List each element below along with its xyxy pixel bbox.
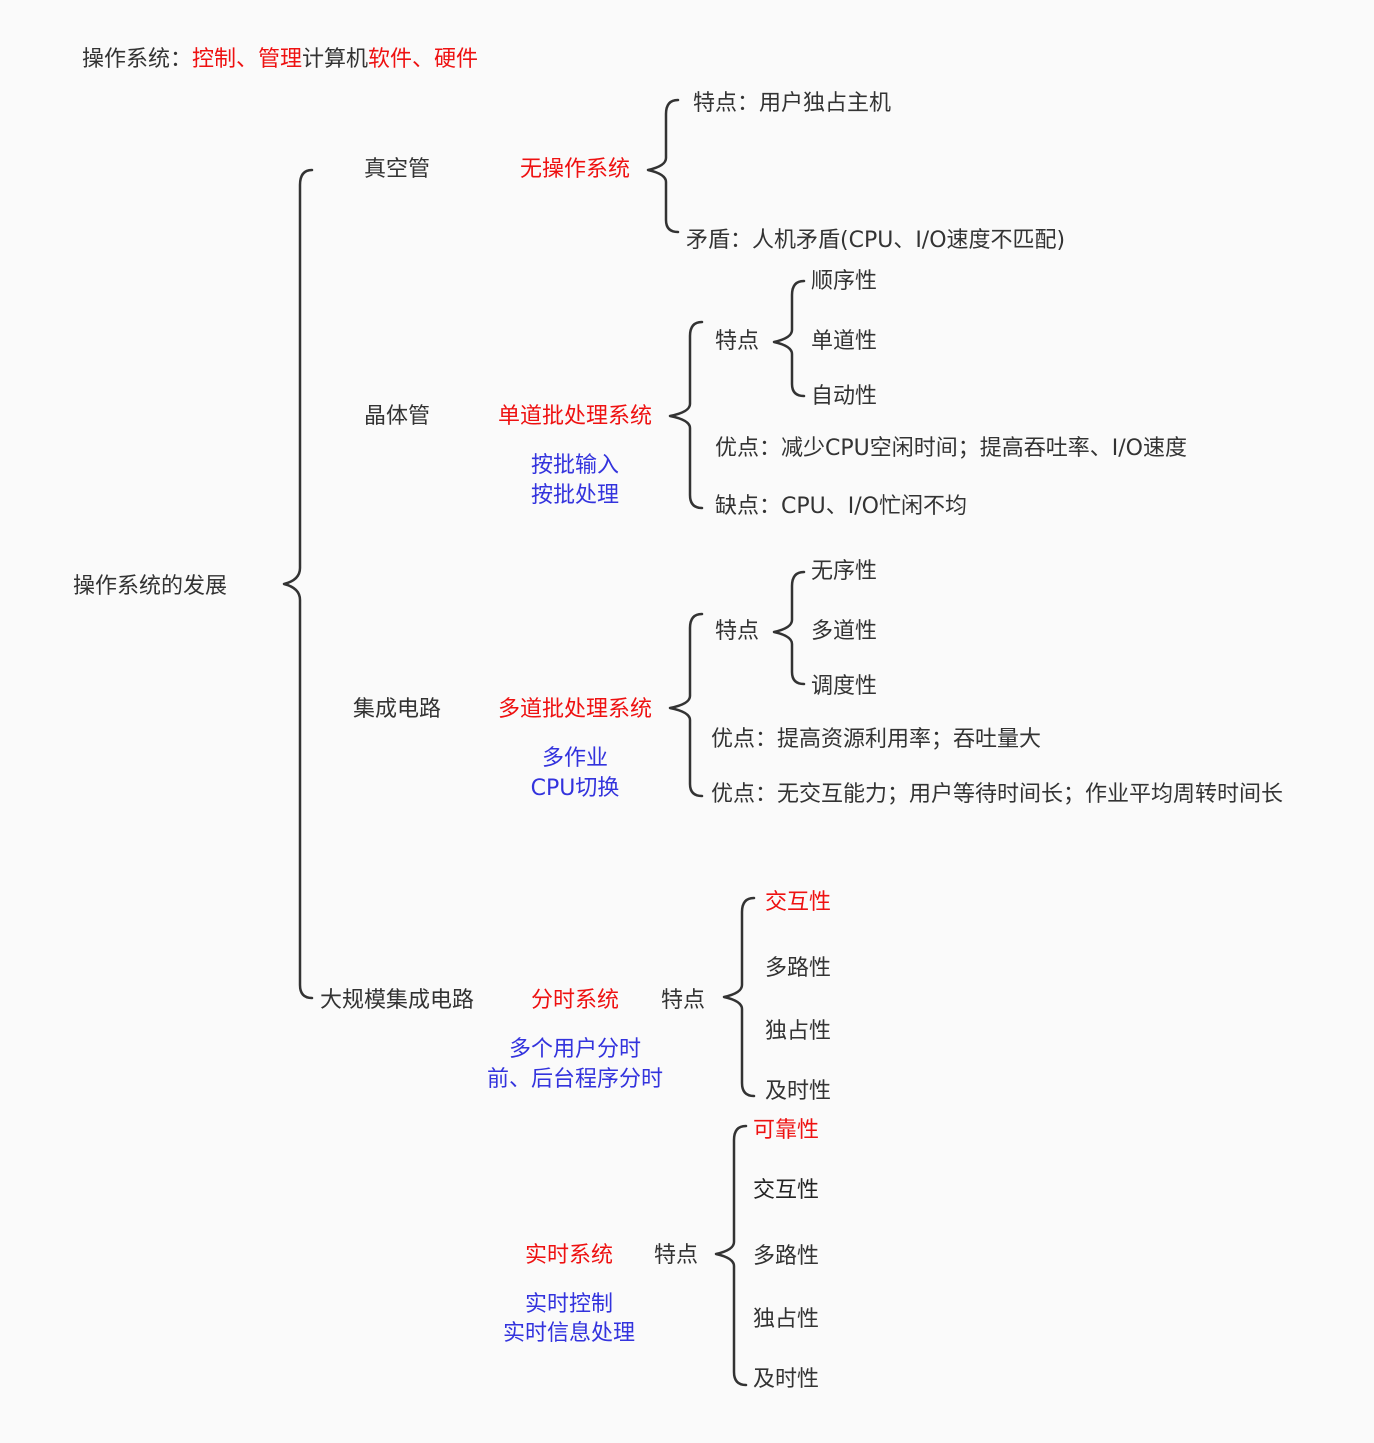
stage2-note: 按批处理 [530, 483, 620, 508]
stage2-system: 单道批处理系统 [497, 404, 653, 429]
stage3-feature-brace [772, 570, 806, 686]
stage2-feature: 单道性 [811, 329, 878, 354]
root-brace [282, 168, 314, 1000]
stage3-feature: 多道性 [811, 619, 878, 644]
stage2-feature: 自动性 [811, 384, 878, 409]
stage1-era: 真空管 [363, 157, 431, 182]
stage5-system: 实时系统 [524, 1243, 614, 1268]
stage5-feature: 可靠性 [753, 1118, 820, 1143]
stage4-feature: 独占性 [765, 1019, 832, 1044]
root-node: 操作系统的发展 [73, 574, 228, 599]
stage5-feature-label: 特点 [654, 1243, 699, 1268]
stage3-feature-label: 特点 [715, 619, 760, 644]
stage3-era: 集成电路 [352, 697, 442, 722]
stage2-feature: 顺序性 [811, 269, 878, 294]
stage5-feature: 交互性 [753, 1178, 820, 1203]
title-prefix: 操作系统： [82, 47, 193, 72]
stage2-advantage: 优点：减少CPU空闲时间；提高吞吐率、I/O速度 [715, 436, 1187, 461]
stage4-feature: 多路性 [765, 956, 832, 981]
stage1-brace [646, 98, 680, 234]
stage1-detail-feature: 特点：用户独占主机 [693, 91, 892, 116]
stage4-feature-label: 特点 [661, 988, 706, 1013]
stage2-era: 晶体管 [363, 404, 431, 429]
stage3-note: 多作业 [541, 746, 609, 771]
stage4-note: 多个用户分时 [508, 1037, 642, 1062]
stage5-note: 实时控制 [524, 1292, 614, 1317]
stage4-feature: 交互性 [765, 890, 832, 915]
stage5-brace [714, 1124, 748, 1387]
stage1-detail-conflict: 矛盾：人机矛盾(CPU、I/O速度不匹配) [686, 228, 1066, 253]
title-part-control-manage: 控制、管理 [192, 47, 303, 72]
stage2-brace [668, 320, 704, 510]
stage3-disadvantage: 优点：无交互能力；用户等待时间长；作业平均周转时间长 [711, 782, 1284, 807]
stage3-feature: 无序性 [811, 559, 878, 584]
stage4-feature: 及时性 [765, 1079, 832, 1104]
stage5-feature: 多路性 [753, 1244, 820, 1269]
stage2-disadvantage: 缺点：CPU、I/O忙闲不均 [715, 494, 967, 519]
stage4-note: 前、后台程序分时 [486, 1067, 664, 1092]
stage3-system: 多道批处理系统 [497, 697, 653, 722]
stage3-brace [668, 612, 704, 798]
stage2-feature-brace [772, 279, 806, 398]
stage3-note: CPU切换 [530, 776, 620, 801]
stage4-system: 分时系统 [530, 988, 620, 1013]
title-part-software-hardware: 软件、硬件 [368, 47, 479, 72]
stage5-feature: 独占性 [753, 1307, 820, 1332]
title-part-computer: 计算机 [302, 47, 369, 72]
page-title: 操作系统：控制、管理计算机软件、硬件 [82, 46, 478, 74]
stage1-system: 无操作系统 [519, 157, 631, 182]
stage5-note: 实时信息处理 [502, 1321, 636, 1346]
stage4-era: 大规模集成电路 [319, 988, 475, 1013]
stage4-brace [722, 896, 756, 1098]
stage2-feature-label: 特点 [715, 329, 760, 354]
stage3-feature: 调度性 [811, 674, 878, 699]
stage3-advantage: 优点：提高资源利用率；吞吐量大 [711, 727, 1042, 752]
stage2-note: 按批输入 [530, 453, 620, 478]
stage5-feature: 及时性 [753, 1367, 820, 1392]
